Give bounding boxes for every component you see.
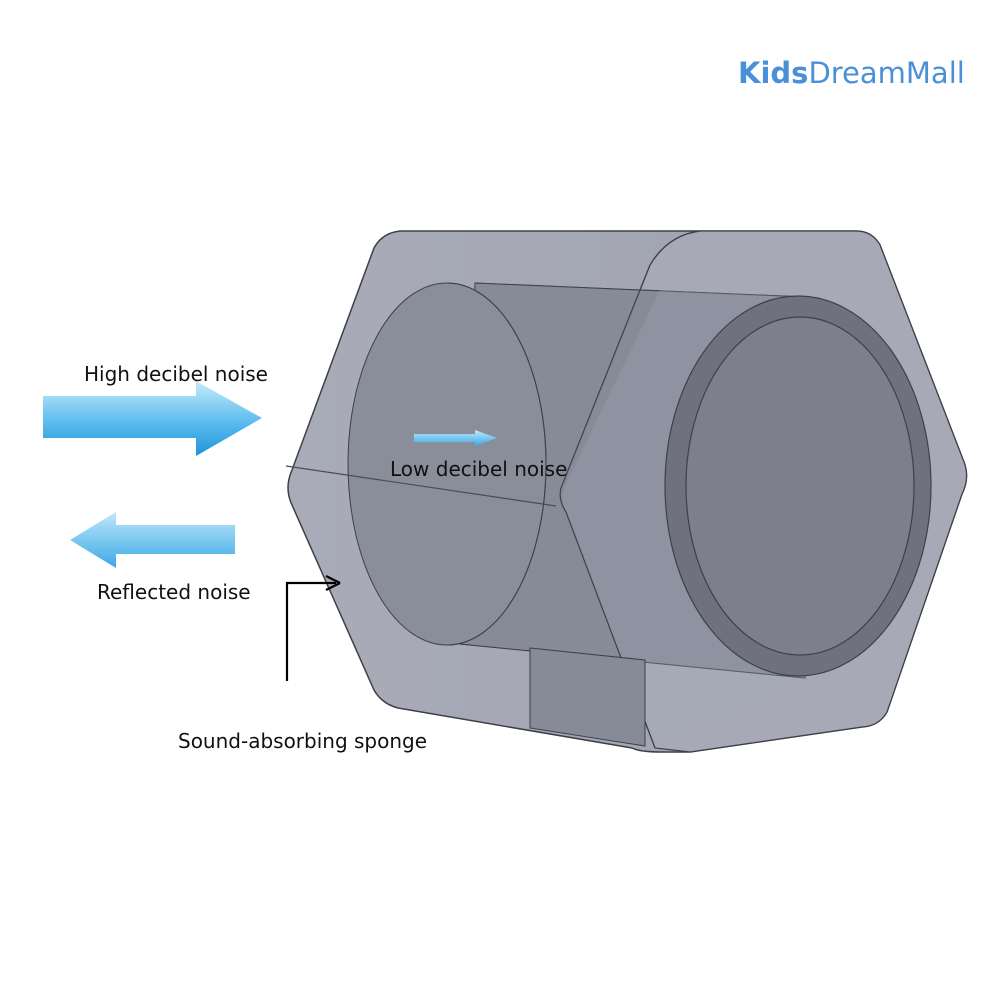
arrow-left-icon	[70, 512, 235, 568]
pointer-arrow-icon	[285, 575, 341, 681]
high-noise-label: High decibel noise	[84, 362, 268, 386]
stem	[529, 647, 646, 747]
brand-suffix: DreamMall	[808, 56, 965, 90]
arrow-right-icon	[43, 381, 262, 456]
brand-prefix: Kids	[738, 56, 809, 90]
seam-line	[285, 465, 557, 507]
brand-logo: KidsDreamMall	[738, 56, 965, 90]
small-arrow-icon	[414, 430, 497, 446]
low-noise-label: Low decibel noise	[390, 457, 568, 481]
outlet-opening	[685, 316, 915, 656]
seam-slant	[559, 230, 701, 749]
sponge-label: Sound-absorbing sponge	[178, 729, 428, 753]
reflected-noise-label: Reflected noise	[97, 580, 251, 604]
